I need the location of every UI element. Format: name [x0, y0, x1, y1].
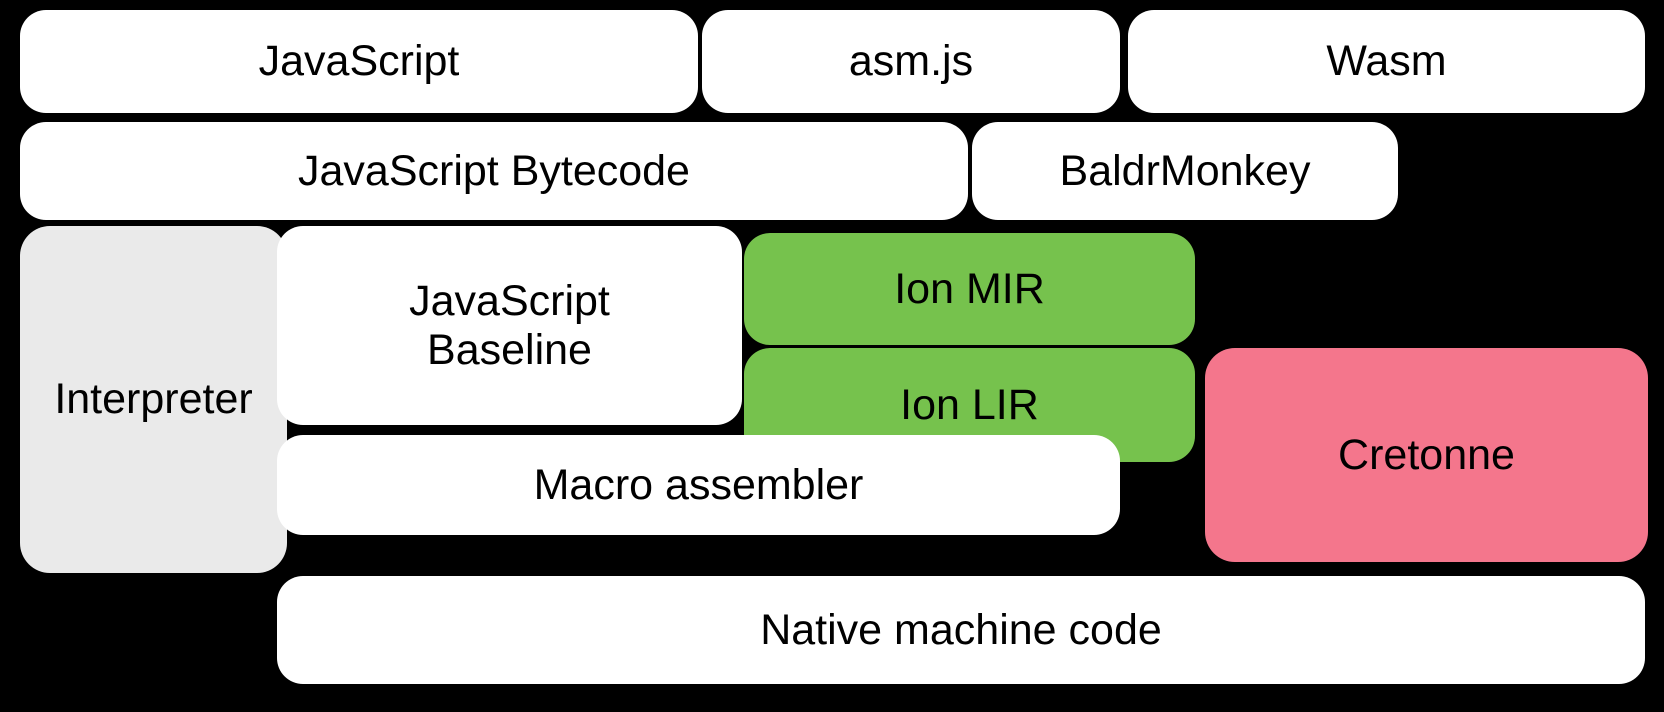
- node-native-machine-code[interactable]: Native machine code: [277, 576, 1645, 684]
- node-javascript-baseline[interactable]: JavaScript Baseline: [277, 226, 742, 425]
- node-interpreter[interactable]: Interpreter: [20, 226, 287, 573]
- node-asmjs[interactable]: asm.js: [702, 10, 1120, 113]
- node-baldrmonkey[interactable]: BaldrMonkey: [972, 122, 1398, 220]
- node-javascript-bytecode[interactable]: JavaScript Bytecode: [20, 122, 968, 220]
- node-javascript[interactable]: JavaScript: [20, 10, 698, 113]
- node-cretonne[interactable]: Cretonne: [1205, 348, 1648, 562]
- node-ion-mir[interactable]: Ion MIR: [744, 233, 1195, 345]
- node-wasm[interactable]: Wasm: [1128, 10, 1645, 113]
- node-macro-assembler[interactable]: Macro assembler: [277, 435, 1120, 535]
